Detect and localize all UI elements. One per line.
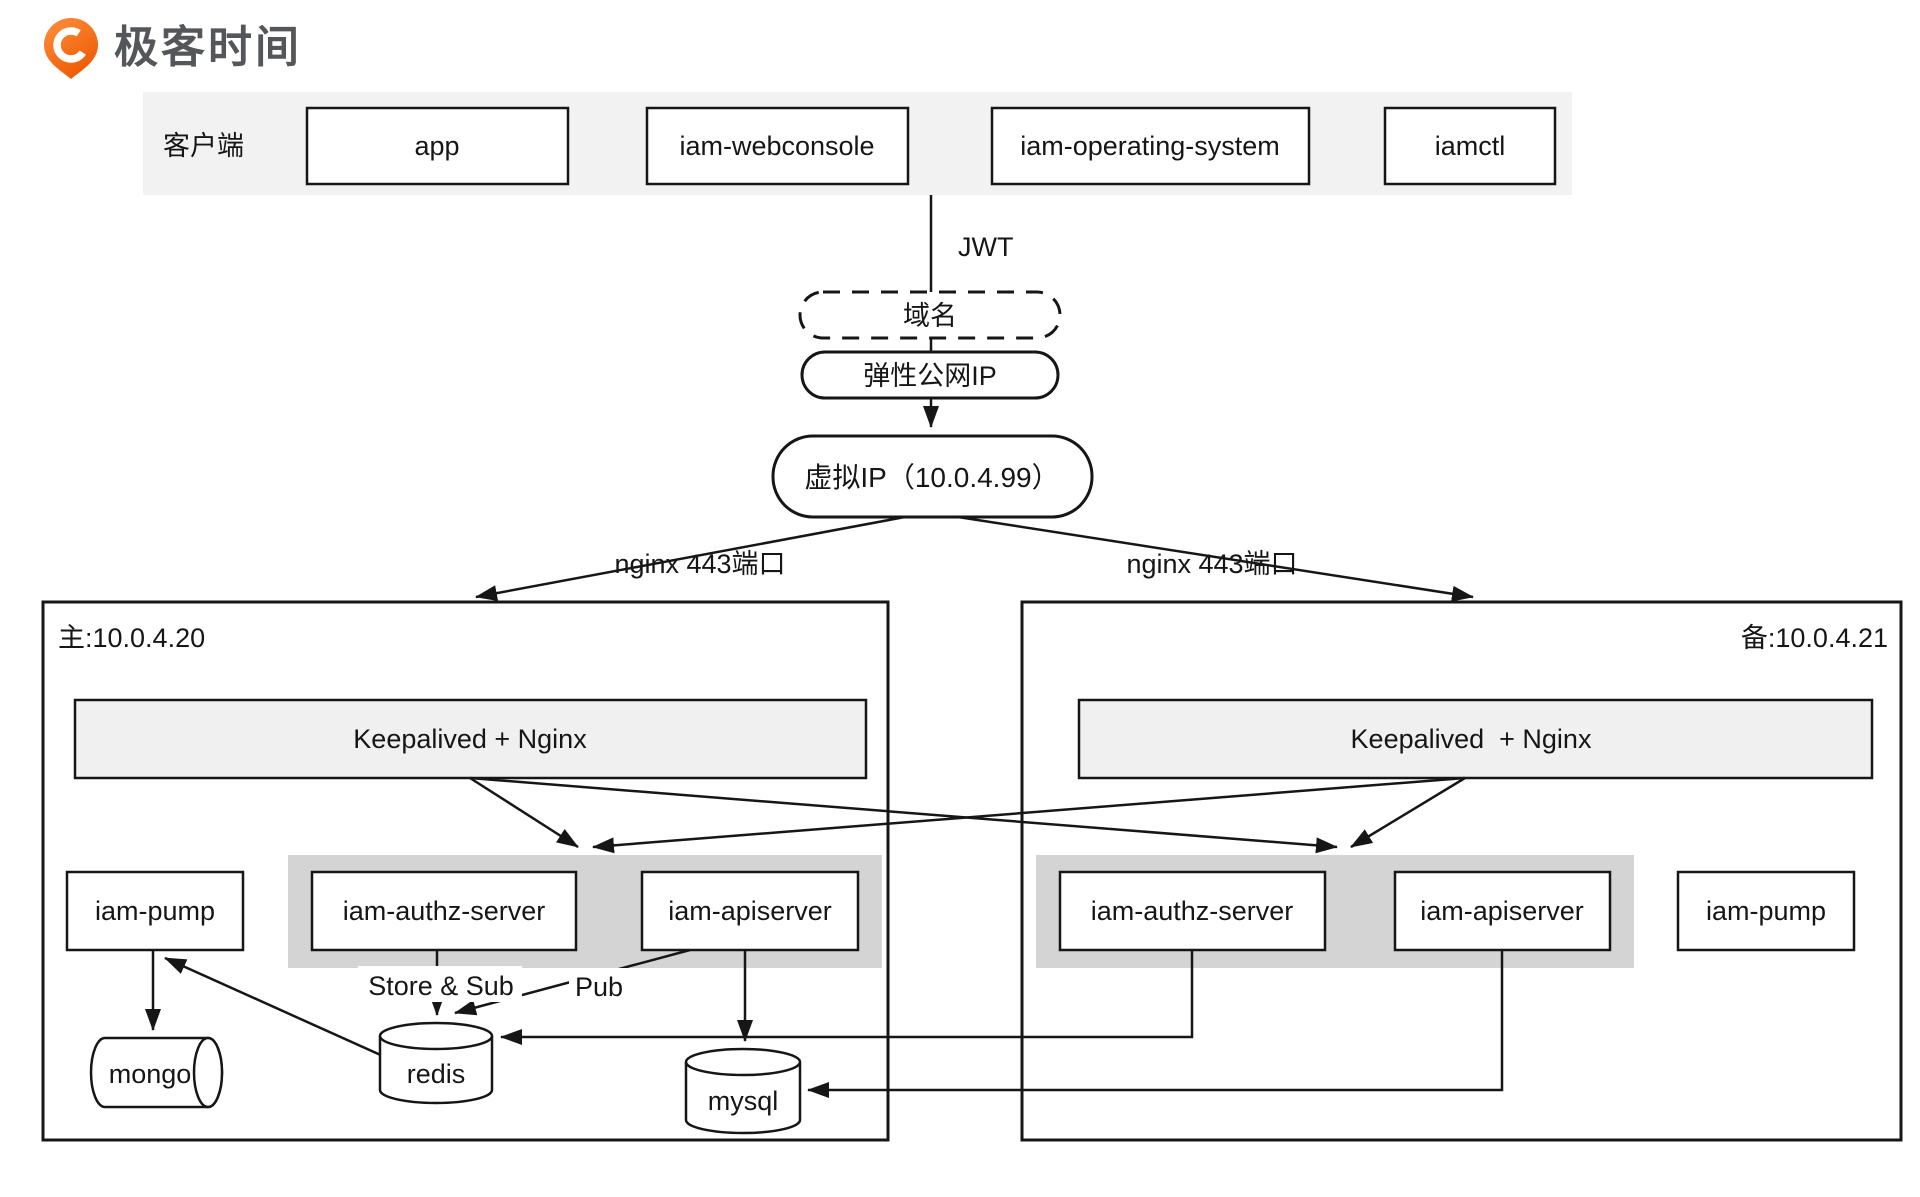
redis-cylinder-top xyxy=(378,1021,494,1051)
edge-backup-lb-to-master-services xyxy=(592,776,1466,854)
client-box-app xyxy=(305,106,570,186)
geektime-pin-inner-ring xyxy=(53,27,89,63)
virtual-ip-label: 虚拟IP（10.0.4.99） xyxy=(804,462,1059,493)
lb-crossing-edges xyxy=(469,776,1466,854)
domain-label: 域名 xyxy=(903,301,957,331)
jwt-label: JWT xyxy=(958,232,1013,262)
backup-iam-authz-server-label: iam-authz-server xyxy=(1091,896,1294,926)
master-iam-pump-label: iam-pump xyxy=(95,896,215,926)
nginx-port-left-label: nginx 443端口 xyxy=(614,549,785,579)
datastore-edges xyxy=(145,948,1504,1098)
edge-redis-to-pump xyxy=(164,956,386,1059)
master-iam-apiserver-box xyxy=(640,870,860,952)
client-row: 客户端 app iam-webconsole iam-operating-sys… xyxy=(143,92,1572,195)
master-lb-bar xyxy=(73,698,868,780)
backup-host-title: 备:10.0.4.21 xyxy=(1741,623,1888,653)
backup-iam-pump-box xyxy=(1676,870,1856,952)
edge-backup-lb-to-backup-services xyxy=(1350,776,1466,849)
client-box-iam-operating-system-label: iam-operating-system xyxy=(1020,131,1280,161)
client-box-iam-webconsole xyxy=(645,106,910,186)
backup-host: 备:10.0.4.21 Keepalived + Nginx iam-authz… xyxy=(1020,600,1903,1142)
geektime-logo: 极客时间 xyxy=(44,18,302,79)
master-host: 主:10.0.4.20 Keepalived + Nginx iam-pump … xyxy=(41,600,890,1142)
master-lb-label: Keepalived + Nginx xyxy=(353,724,587,754)
edge-vip-to-backup xyxy=(957,515,1474,602)
datastores: mongo redis mysql xyxy=(89,1021,802,1135)
mongo-cylinder-cap xyxy=(192,1036,224,1109)
mongo-label: mongo xyxy=(109,1059,192,1089)
logo-brand-text: 极客时间 xyxy=(114,23,302,72)
mysql-cylinder xyxy=(684,1062,802,1135)
edge-master-lb-to-backup-services xyxy=(469,776,1338,854)
client-box-iam-operating-system xyxy=(990,106,1311,186)
store-sub-label: Store & Sub xyxy=(368,971,514,1001)
backup-iam-apiserver-box xyxy=(1393,870,1612,952)
edge-backup-authz-to-redis xyxy=(500,950,1194,1045)
backup-host-box xyxy=(1020,600,1903,1142)
master-iam-authz-server-box xyxy=(310,870,578,952)
elastic-ip-label: 弹性公网IP xyxy=(863,361,997,391)
backup-iam-apiserver-label: iam-apiserver xyxy=(1420,896,1584,926)
backup-lb-label: Keepalived + Nginx xyxy=(1351,724,1592,754)
nginx-port-right-label: nginx 443端口 xyxy=(1126,549,1297,579)
redis-label: redis xyxy=(407,1059,466,1089)
master-host-box xyxy=(41,600,890,1142)
backup-iam-pump-label: iam-pump xyxy=(1706,896,1826,926)
client-box-iam-webconsole-label: iam-webconsole xyxy=(679,131,874,161)
client-box-iamctl-label: iamctl xyxy=(1435,131,1506,161)
edge-master-lb-to-master-services xyxy=(469,776,579,849)
master-iam-pump-box xyxy=(65,870,245,952)
master-iam-authz-server-label: iam-authz-server xyxy=(343,896,546,926)
backup-lb-bar xyxy=(1077,698,1874,780)
store-sub-label-bg xyxy=(358,966,522,1002)
client-box-iamctl xyxy=(1383,106,1557,186)
mysql-label: mysql xyxy=(708,1086,779,1116)
edge-vip-to-master xyxy=(475,515,906,602)
client-box-app-label: app xyxy=(414,131,459,161)
client-row-label: 客户端 xyxy=(163,131,244,161)
virtual-ip-capsule xyxy=(771,434,1094,519)
pub-label: Pub xyxy=(575,972,623,1002)
mysql-cylinder-top xyxy=(684,1047,802,1077)
edge-labels: Store & Sub Pub xyxy=(358,966,629,1002)
edge-backup-apiserver-to-mysql xyxy=(807,950,1504,1098)
master-iam-apiserver-label: iam-apiserver xyxy=(668,896,832,926)
master-host-title: 主:10.0.4.20 xyxy=(58,623,205,653)
entry-flow: JWT 域名 弹性公网IP 虚拟IP（10.0.4.99） nginx 443端… xyxy=(475,195,1474,602)
redis-cylinder xyxy=(378,1036,494,1105)
geektime-pin-icon xyxy=(44,18,98,79)
pub-label-bg xyxy=(569,968,629,1002)
